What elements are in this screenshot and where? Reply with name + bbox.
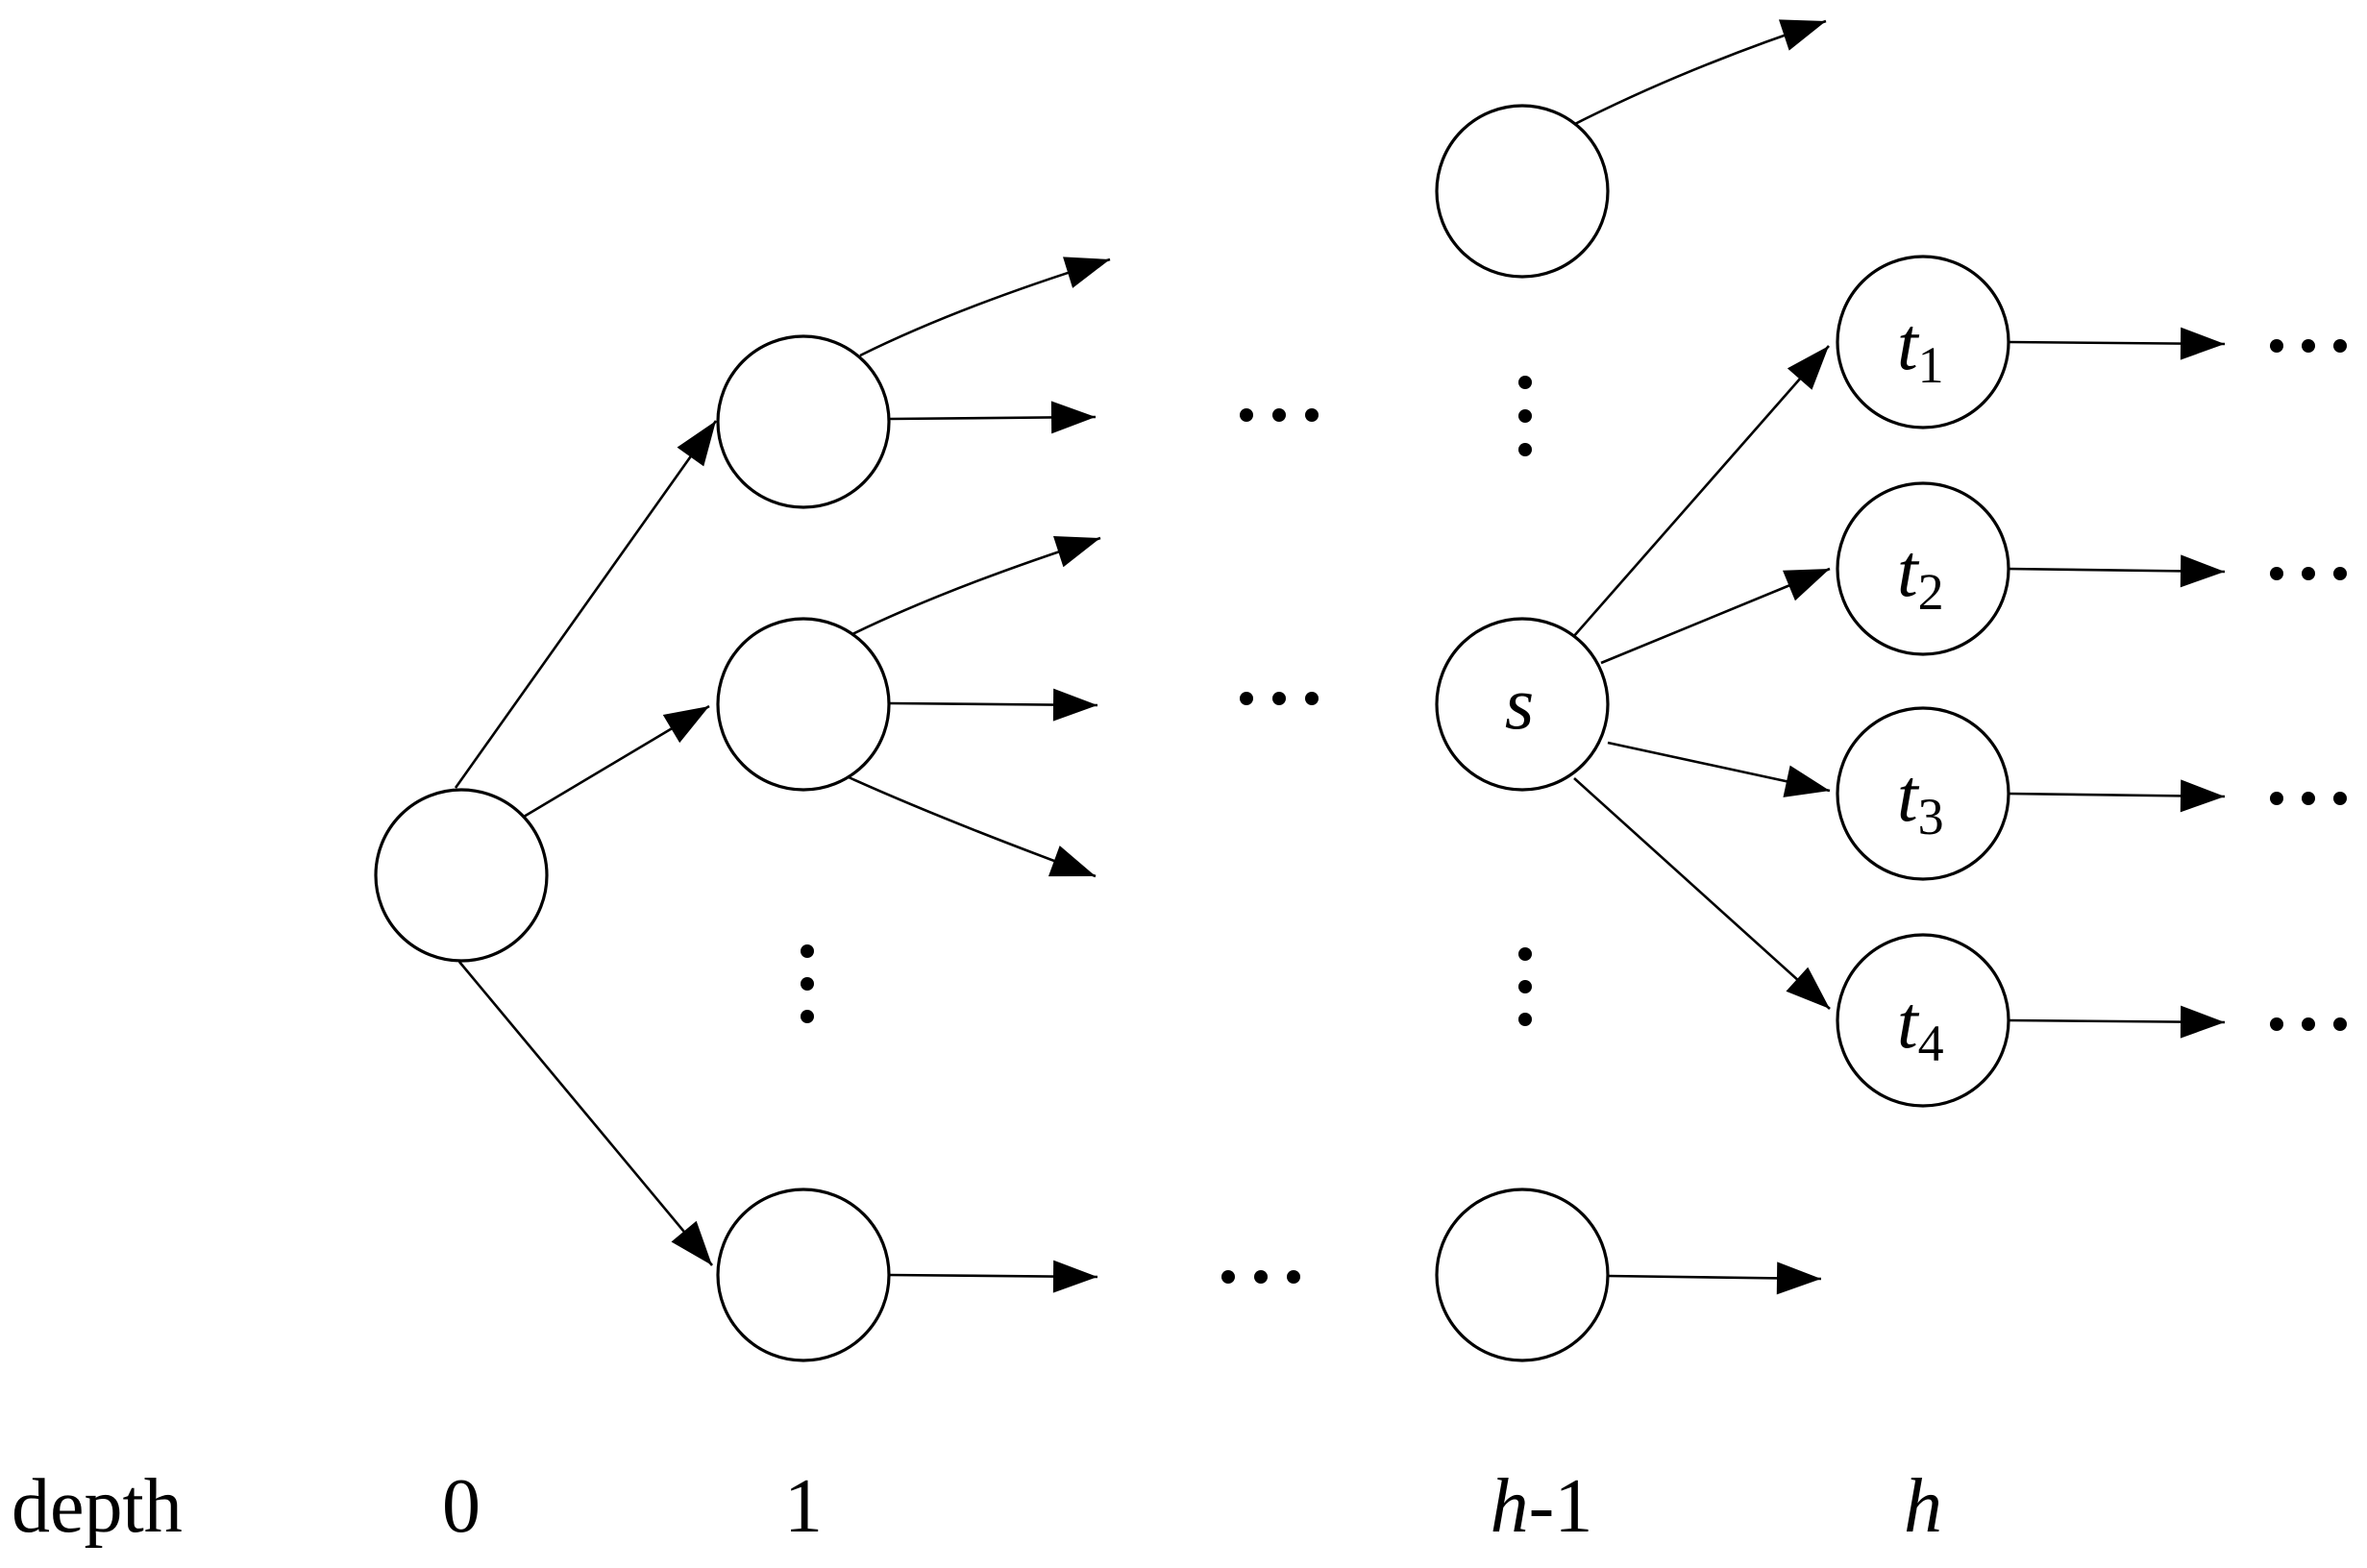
- node-t2: [1836, 481, 2010, 656]
- node-t3-sub: 3: [1918, 788, 1944, 845]
- node-s-label: s: [1505, 661, 1534, 745]
- edges: [454, 19, 2226, 1281]
- node-labels: s t1 t2 t3 t4: [1505, 302, 1944, 1072]
- horizontal-ellipsis-t4: [2270, 1017, 2347, 1031]
- node-depth1-bottom: [716, 1188, 891, 1362]
- edge-d1-mid-up-arrowhead: [1053, 535, 1100, 568]
- node-t4-var: t: [1897, 980, 1920, 1064]
- node-t1-var: t: [1897, 302, 1920, 385]
- edge-root-to-bottom: [458, 961, 713, 1266]
- node-t1-sub: 1: [1918, 336, 1944, 394]
- edge-root-to-bottom-arrowhead: [671, 1220, 712, 1265]
- depth-level-0: 0: [442, 1464, 481, 1549]
- edge-t2-right-arrowhead: [2180, 554, 2225, 588]
- node-t4: [1836, 933, 2010, 1108]
- depth-level-h-minus-1: h-1: [1491, 1464, 1593, 1549]
- edge-root-to-top-arrowhead: [677, 421, 716, 467]
- edge-t4-right-arrowhead: [2180, 1005, 2225, 1039]
- node-depth1-top: [716, 334, 891, 509]
- node-depthh1-bottom: [1435, 1188, 1610, 1362]
- edge-s-to-t4-arrowhead: [1786, 967, 1830, 1009]
- node-root: [374, 788, 549, 963]
- node-t3-label: t3: [1897, 753, 1944, 845]
- edge-s-to-t1-arrowhead: [1787, 346, 1829, 390]
- arrowheads: [662, 19, 2225, 1295]
- depth-row: depth 0 1 h-1 h: [12, 1464, 1942, 1549]
- horizontal-ellipsis-t2: [2270, 567, 2347, 580]
- node-t2-sub: 2: [1918, 563, 1944, 621]
- node-t3-var: t: [1897, 753, 1920, 837]
- node-t2-var: t: [1897, 528, 1920, 612]
- horizontal-ellipsis-bottom: [1221, 1270, 1300, 1284]
- edge-t3-right-arrowhead: [2180, 779, 2225, 813]
- horizontal-ellipsis-top: [1240, 408, 1319, 422]
- edge-d1-top-up-arrowhead: [1063, 257, 1110, 288]
- nodes: [374, 104, 2010, 1362]
- horizontal-ellipsis-middle: [1240, 692, 1319, 705]
- edge-d1-mid-right-arrowhead: [1052, 688, 1097, 722]
- node-t1-label: t1: [1897, 302, 1944, 394]
- vertical-ellipsis-depthh1-upper: [1518, 376, 1532, 456]
- node-t2-label: t2: [1897, 528, 1944, 621]
- node-depthh1-top: [1435, 104, 1610, 279]
- edge-root-to-middle-arrowhead: [662, 706, 709, 744]
- edge-d1-mid-down-arrowhead: [1048, 845, 1096, 877]
- edge-t1-right-arrowhead: [2180, 327, 2225, 360]
- node-s: [1435, 617, 1610, 792]
- edge-s-to-t1: [1572, 345, 1830, 638]
- ellipses: [801, 339, 2347, 1284]
- node-t4-label: t4: [1897, 980, 1944, 1072]
- node-t3: [1836, 706, 2010, 881]
- node-depth1-middle: [716, 617, 891, 792]
- edge-d1-bottom-right-arrowhead: [1052, 1260, 1097, 1293]
- horizontal-ellipsis-t3: [2270, 792, 2347, 805]
- edge-s-to-t2-arrowhead: [1782, 569, 1830, 601]
- edge-d1-top-right-arrowhead: [1050, 401, 1096, 434]
- depth-title: depth: [12, 1464, 183, 1549]
- edge-s-to-t3-arrowhead: [1783, 765, 1830, 797]
- vertical-ellipsis-depth1: [801, 944, 814, 1023]
- edge-s-to-t4: [1573, 777, 1831, 1010]
- depth-level-h-minus-1-rest: -1: [1529, 1464, 1593, 1549]
- node-t4-sub: 4: [1918, 1015, 1944, 1072]
- edge-dh1-bottom-right-arrowhead: [1776, 1262, 1821, 1295]
- depth-level-1: 1: [784, 1464, 823, 1549]
- node-t1: [1836, 255, 2010, 429]
- vertical-ellipsis-depthh1-lower: [1518, 947, 1532, 1026]
- edge-dh1-top-up-arrowhead: [1778, 19, 1826, 51]
- depth-level-h-minus-1-var: h: [1491, 1464, 1529, 1549]
- depth-level-h: h: [1904, 1464, 1942, 1549]
- horizontal-ellipsis-t1: [2270, 339, 2347, 353]
- edge-root-to-top: [454, 420, 718, 789]
